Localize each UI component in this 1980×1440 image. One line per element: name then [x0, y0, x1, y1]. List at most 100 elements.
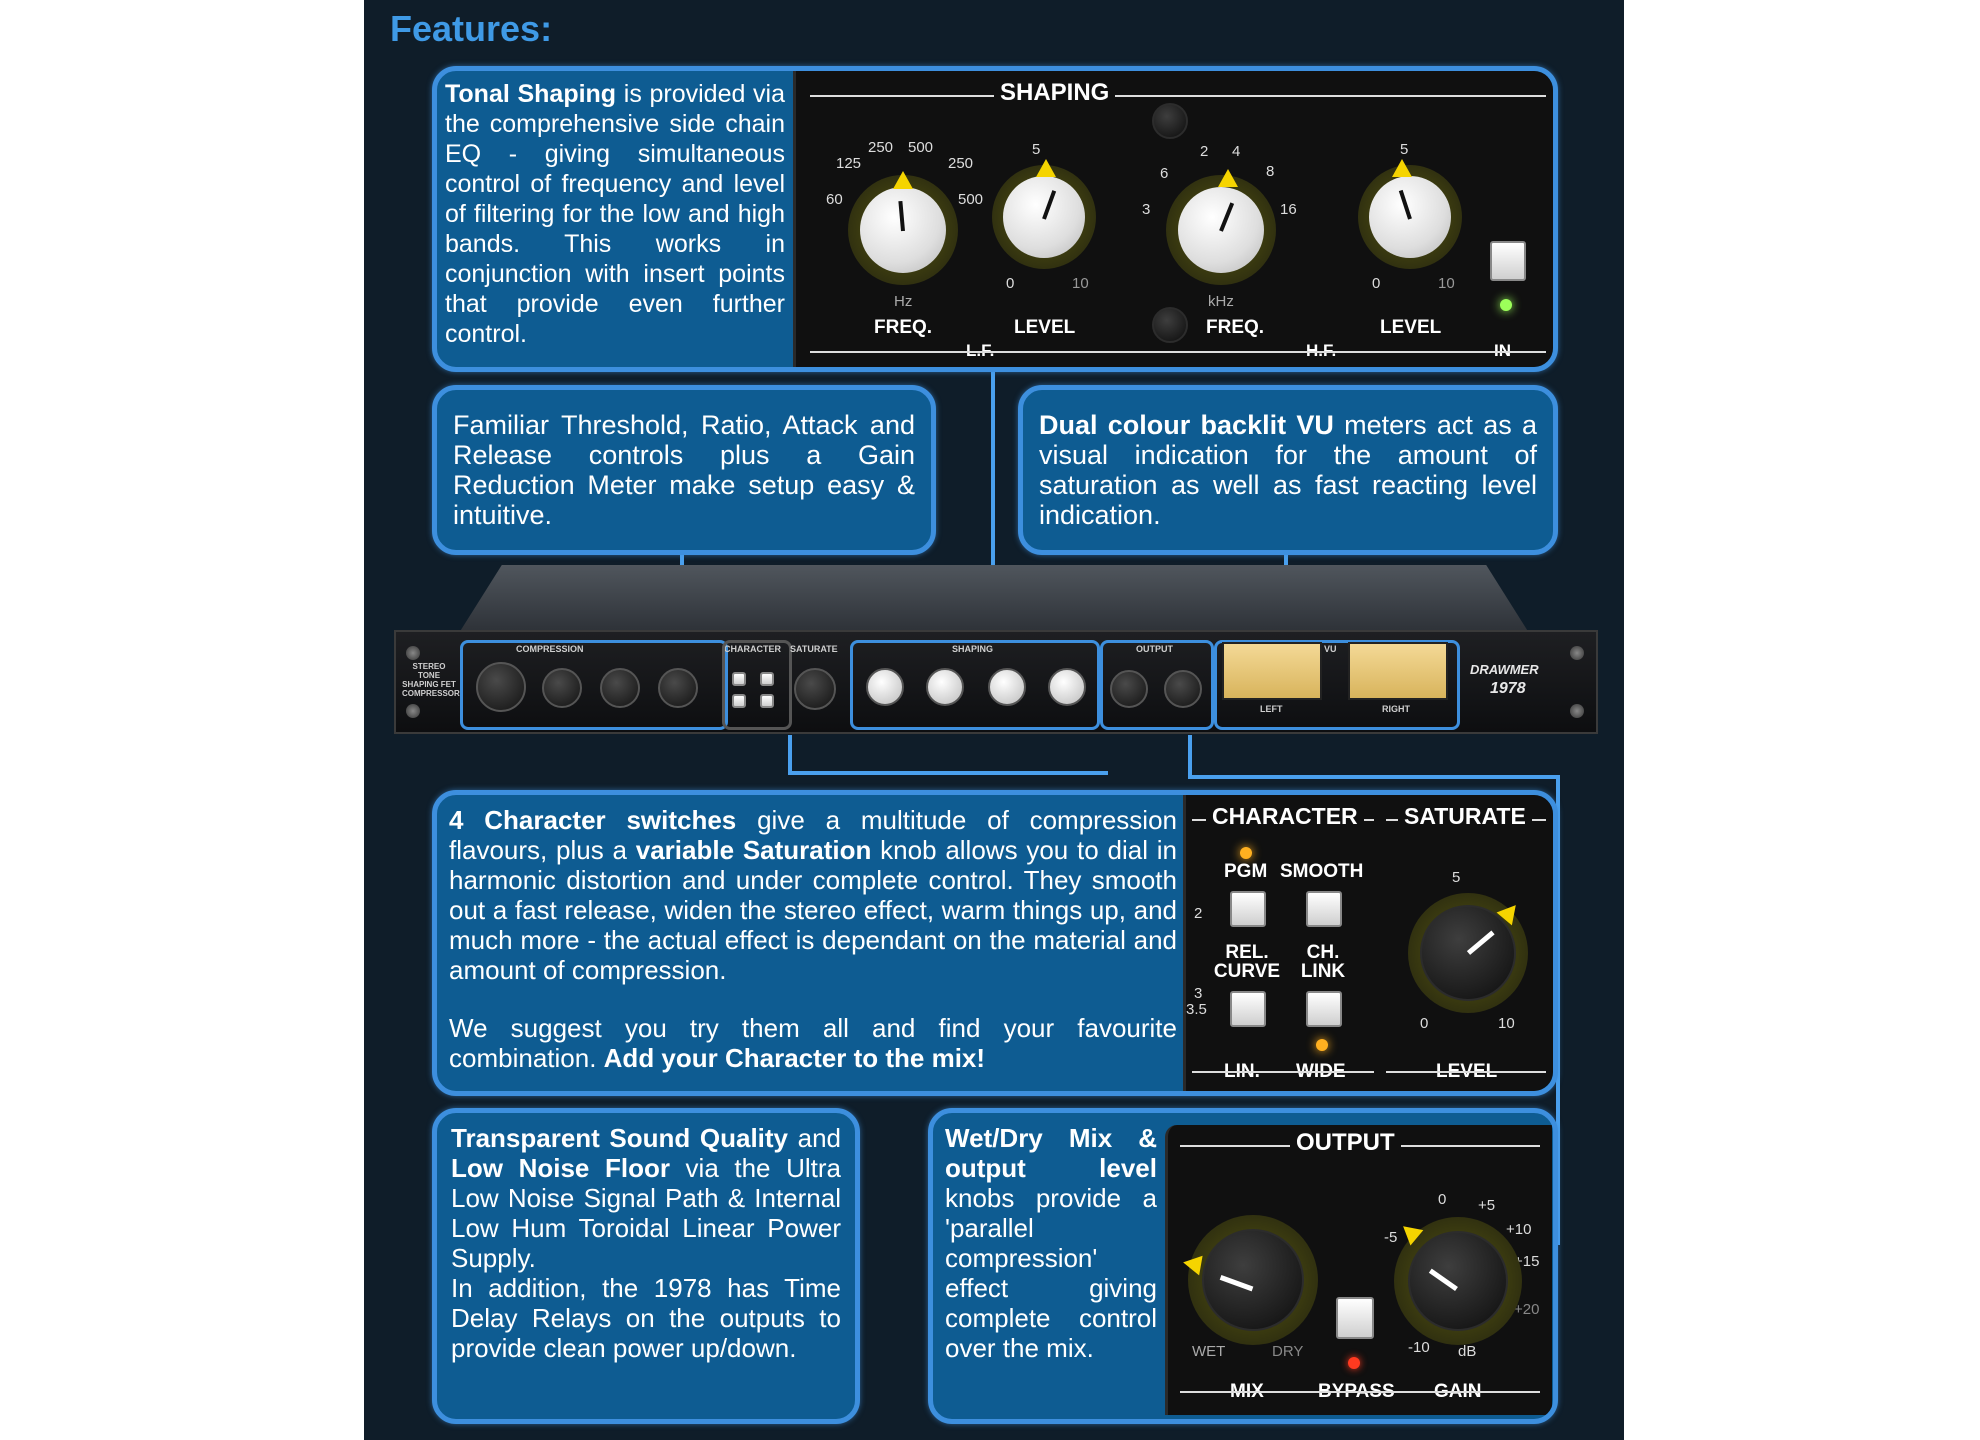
lf-scale-label: 500 [908, 139, 934, 156]
rack-mix-knob[interactable] [1110, 670, 1148, 708]
output-panel-title: OUTPUT [1290, 1129, 1401, 1157]
saturate-scale-label: 10 [1498, 1015, 1515, 1032]
character-text: 4 Character switches give a multitude of… [449, 805, 1177, 985]
rack-gain-knob[interactable] [1164, 670, 1202, 708]
character-body-1: give a multitude of compression flavours… [449, 805, 1177, 865]
character-bold-2: variable Saturation [635, 835, 872, 865]
panel-frame-line [1192, 1071, 1374, 1073]
connector-line [1188, 735, 1192, 779]
rack-ratio-knob[interactable] [542, 668, 582, 708]
gain-scale-label: -5 [1384, 1229, 1398, 1246]
rack-front-face: STEREO TONE SHAPING FET COMPRESSOR COMPR… [394, 630, 1598, 734]
rack-shaping-section [850, 640, 1100, 730]
hf-level-scale-label: 10 [1438, 275, 1455, 292]
rack-character-switch[interactable] [760, 672, 774, 686]
rack-character-switch[interactable] [760, 694, 774, 708]
ch-link-switch[interactable] [1306, 991, 1342, 1027]
rack-section-label: COMPRESSION [516, 644, 584, 654]
rack-threshold-knob[interactable] [476, 662, 526, 712]
vu-meter-box: Dual colour backlit VU meters act as a v… [1018, 385, 1558, 555]
panel-frame-line [1386, 1071, 1546, 1073]
rack-screw [1570, 704, 1584, 718]
rack-meter-label: LEFT [1260, 704, 1283, 714]
rack-compression-section [460, 640, 728, 730]
wide-led [1316, 1039, 1328, 1051]
lf-scale-label: 250 [868, 139, 894, 156]
rack-unit-image: STEREO TONE SHAPING FET COMPRESSOR COMPR… [394, 565, 1598, 735]
rack-vu-meter-left [1222, 642, 1322, 700]
lf-scale-label: 125 [836, 155, 862, 172]
rack-section-label: SATURATE [790, 644, 838, 654]
rack-meter-label: RIGHT [1382, 704, 1410, 714]
rack-lf-freq-knob[interactable] [866, 668, 904, 706]
lf-level-scale-label: 5 [1032, 141, 1041, 158]
hf-group-label: H.F. [1306, 341, 1337, 360]
panel-frame-line [810, 351, 1546, 353]
mix-knob[interactable] [1181, 1215, 1318, 1345]
hf-level-knob[interactable] [1358, 159, 1462, 269]
panel-frame-line [1180, 1391, 1540, 1393]
lf-freq-label: FREQ. [874, 317, 933, 338]
bypass-led [1348, 1357, 1360, 1369]
sound-quality-body-1: via the Ultra Low Noise Signal Path & In… [451, 1153, 841, 1273]
panel-frame-line [810, 95, 1546, 97]
rack-hf-level-knob[interactable] [1048, 668, 1086, 706]
lf-level-scale-label: 0 [1006, 275, 1015, 292]
gain-knob[interactable] [1394, 1217, 1522, 1345]
rack-side-label: STEREO TONE SHAPING FET COMPRESSOR [402, 662, 460, 698]
bypass-button[interactable] [1336, 1297, 1374, 1339]
shaping-in-led [1500, 299, 1512, 311]
gain-scale-label: -10 [1408, 1339, 1430, 1356]
rack-section-label: OUTPUT [1136, 644, 1173, 654]
rack-lf-level-knob[interactable] [926, 668, 964, 706]
smooth-switch[interactable] [1306, 891, 1342, 927]
lf-level-knob[interactable] [992, 159, 1096, 269]
rack-hf-freq-knob[interactable] [988, 668, 1026, 706]
lf-freq-knob[interactable] [848, 171, 958, 285]
character-box: 4 Character switches give a multitude of… [432, 790, 1558, 1096]
compression-controls-box: Familiar Threshold, Ratio, Attack and Re… [432, 385, 936, 555]
hf-freq-knob[interactable] [1166, 169, 1276, 285]
sound-quality-text: Transparent Sound Quality and Low Noise … [451, 1123, 841, 1273]
gain-scale-label: 0 [1438, 1191, 1447, 1208]
connector-line [991, 368, 995, 648]
db-label: dB [1458, 1343, 1477, 1360]
saturate-knob[interactable] [1408, 893, 1528, 1013]
rack-screw [406, 704, 420, 718]
vu-meter-body: meters act as a visual indication for th… [1039, 410, 1537, 530]
rack-character-switch[interactable] [732, 672, 746, 686]
tonal-shaping-bold: Tonal Shaping [445, 80, 617, 108]
sound-quality-box: Transparent Sound Quality and Low Noise … [432, 1108, 860, 1424]
shaping-front-panel: SHAPING 60 125 250 500 250 500 Hz FREQ. … [793, 71, 1553, 367]
pgm-switch[interactable] [1230, 891, 1266, 927]
shaping-in-label: IN [1494, 341, 1511, 360]
shaping-in-button[interactable] [1490, 241, 1526, 281]
connector-line [788, 771, 1108, 775]
sound-quality-mid: and [788, 1123, 841, 1153]
wet-dry-bold: Wet/Dry Mix & output level [945, 1123, 1157, 1183]
character-suggestion-bold: Add your Character to the mix! [603, 1043, 986, 1073]
hf-scale-label: 2 [1200, 143, 1209, 160]
output-front-panel: OUTPUT WET DRY -5 0 +5 +10 +15 +20 [1165, 1125, 1552, 1415]
connector-line [788, 735, 792, 775]
rack-saturate-knob[interactable] [794, 668, 836, 710]
character-suggestion-text: We suggest you try them all and find you… [449, 1013, 1177, 1073]
character-suggestion-body: We suggest you try them all and find you… [449, 1013, 1177, 1073]
rack-character-switch[interactable] [732, 694, 746, 708]
character-front-panel: 2 3 3.5 CHARACTER PGM SMOOTH REL. CURVE … [1183, 795, 1553, 1091]
features-heading: Features: [390, 8, 553, 49]
pgm-label: PGM [1224, 861, 1268, 882]
rack-vu-section [1214, 640, 1460, 730]
shaping-panel-title: SHAPING [994, 79, 1116, 107]
tonal-shaping-body: is provided via the comprehensive side c… [445, 80, 785, 348]
hf-scale-label: 6 [1160, 165, 1169, 182]
rack-release-knob[interactable] [658, 668, 698, 708]
rel-curve-switch[interactable] [1230, 991, 1266, 1027]
rack-screw [406, 646, 420, 660]
wet-dry-body: knobs provide a 'parallel compression' e… [945, 1183, 1157, 1363]
rack-section-label: SHAPING [952, 644, 994, 654]
insert-socket-top [1152, 103, 1188, 139]
saturate-scale-label: 5 [1452, 869, 1461, 886]
vu-meter-bold: Dual colour backlit VU [1039, 410, 1334, 440]
rack-attack-knob[interactable] [600, 668, 640, 708]
